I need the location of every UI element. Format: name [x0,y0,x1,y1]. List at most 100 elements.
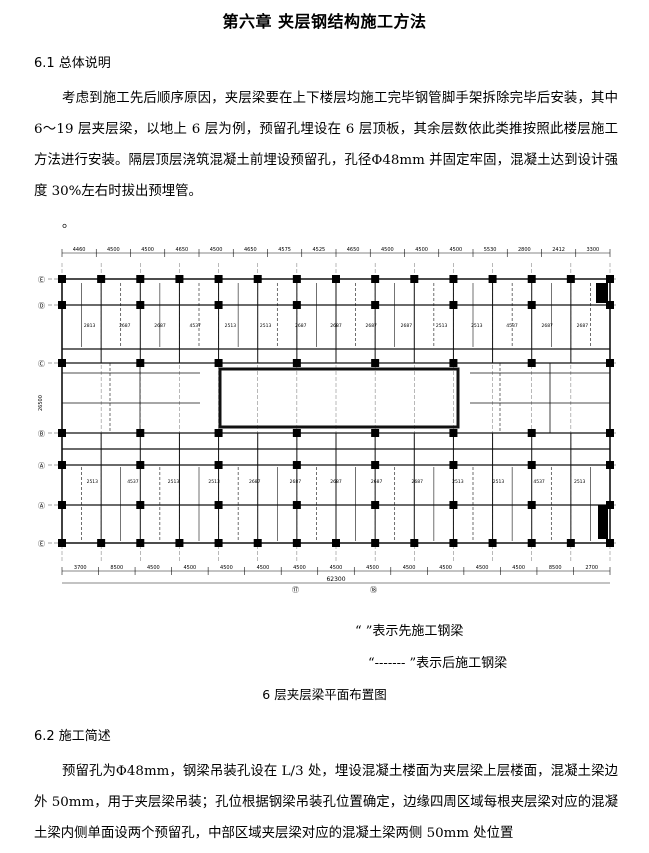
column [449,301,458,309]
column [449,461,458,469]
bay-dimension: 2687 [330,479,342,485]
bay-dimension: 4537 [533,479,545,485]
side-dimension: 26500 [38,395,44,411]
column [449,501,458,509]
bay-dimension: 2513 [471,323,483,329]
column [527,275,536,283]
column [292,275,301,283]
column [58,539,66,547]
bay-dimension-rows: 2813 2687 2687 4537 2513 2513 2687 2687 2687 2687… [84,323,588,485]
column [566,275,575,283]
dimension-label: 4500 [512,565,525,571]
bay-dimension: 2513 [436,323,448,329]
atrium-void [218,367,460,429]
column [371,539,380,547]
column [292,301,301,309]
column [371,301,380,309]
column [136,461,145,469]
column [214,275,223,283]
dimension-label: 4500 [107,247,120,253]
section-6-1-paragraph: 考虑到施工先后顺序原因，夹层梁要在上下楼层均施工完毕钢管脚手架拆除完毕后安装，其… [34,91,618,199]
column [371,275,380,283]
dimension-label: 4650 [176,247,189,253]
column [371,501,380,509]
bay-dimension: 2513 [574,479,586,485]
column [58,461,66,469]
bay-dimension: 2687 [119,323,131,329]
bay-dimension: 2513 [260,323,272,329]
core-wall [596,283,608,303]
column [58,429,66,437]
column [410,539,419,547]
dimension-label: 5530 [484,247,497,253]
bay-dimension: 2687 [401,323,413,329]
bay-dimension: 2687 [249,479,261,485]
trailing-mark: 。 [62,216,76,231]
column [449,429,458,437]
column [606,501,614,509]
column [449,275,458,283]
column [58,501,66,509]
axis-label-left: Ⓔ [38,540,45,548]
column [292,501,301,509]
bay-dimension: 2687 [371,479,383,485]
column [58,301,66,309]
bay-dimension: 2513 [208,479,220,485]
bay-dimension: 2687 [577,323,589,329]
column [214,461,223,469]
column [606,461,614,469]
axis-label-bottom: ⑰ [292,586,299,593]
column [449,539,458,547]
column [214,539,223,547]
dimension-label: 4500 [366,565,379,571]
column [606,539,614,547]
dimension-label: 4500 [141,247,154,253]
column [97,539,106,547]
column [527,301,536,309]
axis-label-left: Ⓒ [38,360,45,368]
column [58,275,66,283]
column [292,359,301,367]
axis-label-left: Ⓑ [38,430,45,438]
dimension-label: 4500 [403,565,416,571]
bay-dimension: 2513 [452,479,464,485]
column [371,359,380,367]
core-wall [598,505,608,539]
legend-dashed-beam: “------- ”表示后施工钢梁 [368,656,508,671]
bay-dimension: 2687 [330,323,342,329]
bay-dimension: 2687 [365,323,377,329]
bay-dimension: 2813 [84,323,96,329]
dimension-label: 4500 [381,247,394,253]
dimension-label: 4575 [278,247,291,253]
dimension-label: 2412 [552,247,565,253]
chapter-title: 第六章 夹层钢结构施工方法 [222,12,427,31]
dimension-label: 4500 [210,247,223,253]
column [292,461,301,469]
legend-solid-beam: “ ”表示先施工钢梁 [355,624,464,639]
bay-dimension: 2513 [493,479,505,485]
column [371,429,380,437]
column [253,539,262,547]
bay-dimension: 2687 [295,323,307,329]
column [606,301,614,309]
column [449,359,458,367]
column [410,275,419,283]
dimension-label: 4500 [183,565,196,571]
bay-dimension: 2513 [168,479,180,485]
dimension-label: 4500 [450,247,463,253]
axis-label-left: Ⓐ [38,502,45,510]
column [136,539,145,547]
column [136,359,145,367]
column [136,429,145,437]
bay-dimension: 2687 [541,323,553,329]
figure-caption: 6 层夹层梁平面布置图 [262,687,387,702]
dimension-label: 4500 [220,565,233,571]
dimension-label: 4650 [244,247,257,253]
column [97,275,106,283]
column [527,359,536,367]
bay-dimension: 4537 [189,323,201,329]
section-heading-6-2: 6.2 施工简述 [34,729,111,744]
